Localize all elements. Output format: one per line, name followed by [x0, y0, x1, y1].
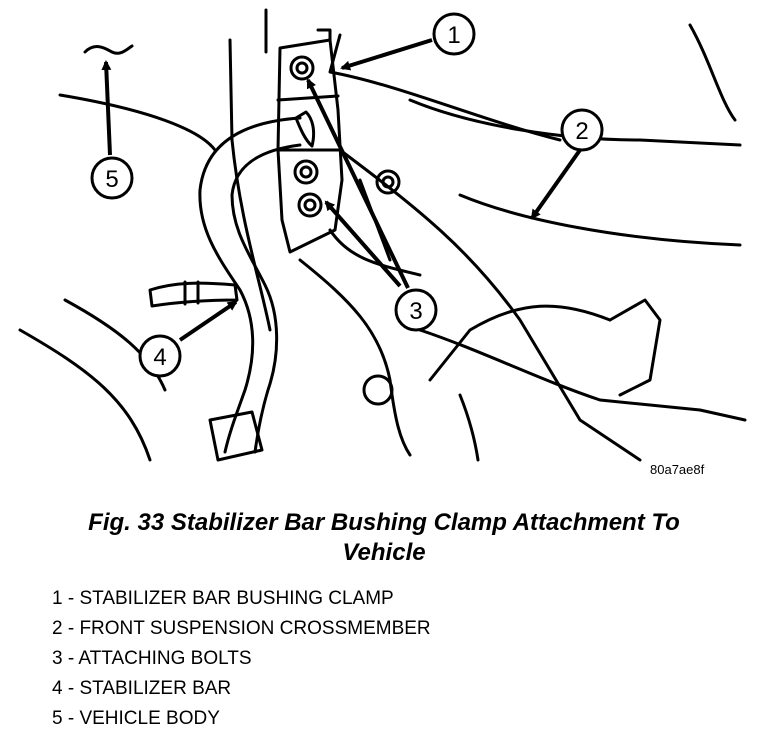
legend-item: 5 - VEHICLE BODY [52, 708, 220, 729]
figure-code: 80a7ae8f [650, 462, 705, 477]
callout-4-label: 4 [153, 344, 166, 371]
legend-item: 4 - STABILIZER BAR [52, 678, 232, 699]
vehicle-body-lines [18, 8, 742, 462]
parts-legend: 1 - STABILIZER BAR BUSHING CLAMP 2 - FRO… [52, 584, 431, 734]
caption-line-1: Fig. 33 Stabilizer Bar Bushing Clamp Att… [88, 509, 680, 536]
attaching-bolts [289, 55, 401, 218]
callout-5-label: 5 [105, 166, 118, 193]
callout-3-label: 3 [409, 298, 422, 325]
stabilizer-bar [148, 116, 302, 462]
callout-3: 3 [394, 288, 438, 332]
callout-2-label: 2 [575, 118, 588, 145]
callout-5: 5 [90, 156, 134, 200]
callout-leader-arrows [101, 38, 582, 342]
callout-2: 2 [560, 108, 604, 152]
technical-illustration: 1 2 3 4 5 [18, 8, 747, 462]
caption-line-2: Vehicle [342, 539, 426, 566]
callout-1-label: 1 [447, 22, 460, 49]
callout-4: 4 [138, 334, 182, 378]
figure-caption: Fig. 33 Stabilizer Bar Bushing Clamp Att… [20, 508, 748, 568]
legend-item: 2 - FRONT SUSPENSION CROSSMEMBER [52, 618, 431, 639]
legend-item: 3 - ATTACHING BOLTS [52, 648, 252, 669]
front-suspension-crossmember [298, 148, 747, 462]
legend-item: 1 - STABILIZER BAR BUSHING CLAMP [52, 588, 394, 609]
vehicle-body-break-mark [83, 44, 134, 55]
callout-1: 1 [432, 12, 476, 56]
stabilizer-bar-bushing-clamp [276, 28, 344, 254]
